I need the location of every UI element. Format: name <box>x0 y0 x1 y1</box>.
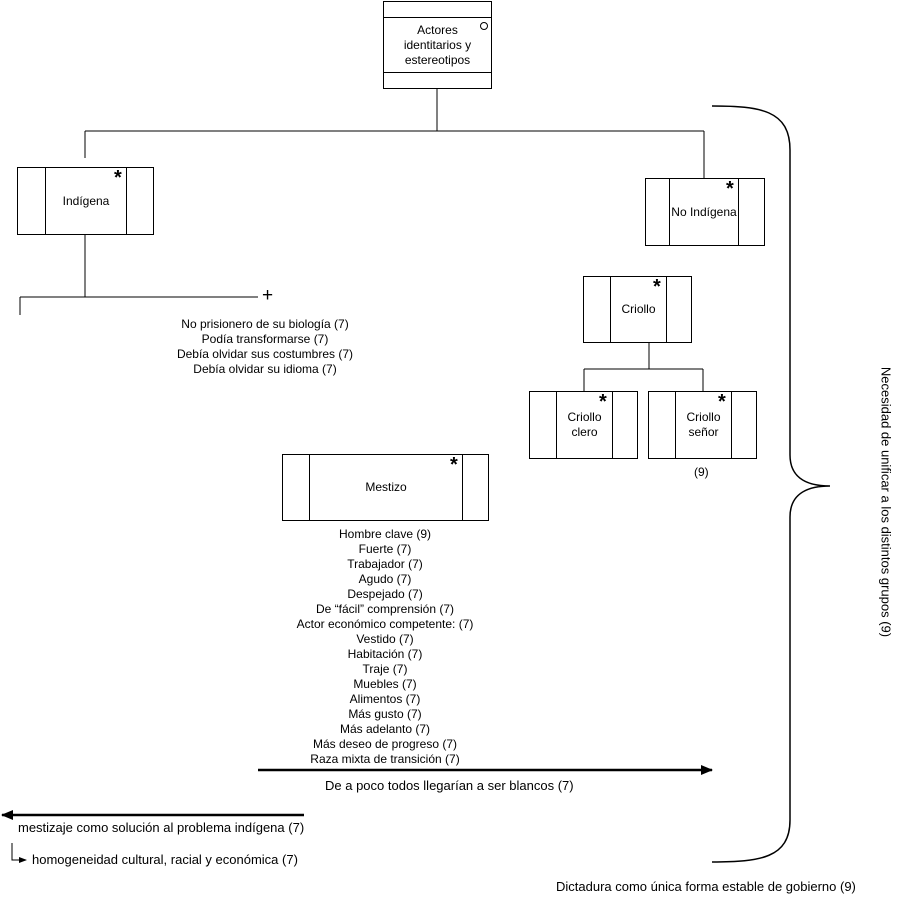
asterisk-marker-icon: * <box>653 276 661 298</box>
list-item: No prisionero de su biología (7) <box>181 317 349 331</box>
list-item: Podía transformarse (7) <box>201 332 329 346</box>
criollo-senor-note: (9) <box>694 465 709 479</box>
list-item: Despejado (7) <box>347 587 423 601</box>
list-item: Fuerte (7) <box>358 542 412 556</box>
asterisk-marker-icon: * <box>718 391 726 413</box>
list-item: Más adelanto (7) <box>339 722 431 736</box>
list-item: Alimentos (7) <box>349 692 421 706</box>
no-indigena-node-box: No Indígena * <box>645 178 765 246</box>
list-item: Debía olvidar su idioma (7) <box>193 362 337 376</box>
homogeneidad-arrow-label: homogeneidad cultural, racial y económic… <box>32 852 298 867</box>
list-item: Vestido (7) <box>356 632 414 646</box>
list-item: Hombre clave (9) <box>338 527 432 541</box>
list-item: Habitación (7) <box>347 647 423 661</box>
blancos-arrow-label: De a poco todos llegarían a ser blancos … <box>325 778 574 793</box>
no-indigena-node-label: No Indígena <box>671 204 737 219</box>
criollo-clero-node-label: Criollo clero <box>567 410 602 439</box>
indigena-notes: No prisionero de su biología (7) Podía t… <box>140 317 390 377</box>
list-item: Traje (7) <box>362 662 408 676</box>
asterisk-marker-icon: * <box>726 178 734 200</box>
criollo-clero-node-box: Criollo clero * <box>529 391 638 459</box>
plus-icon: + <box>262 285 274 306</box>
list-item: Más gusto (7) <box>348 707 422 721</box>
brace-label: Necesidad de unificar a los distintos gr… <box>878 366 894 638</box>
list-item: Actor económico competente: (7) <box>296 617 474 631</box>
circle-marker-icon <box>480 22 488 30</box>
dictadura-label: Dictadura como única forma estable de go… <box>556 879 856 894</box>
criollo-senor-node-box: Criollo señor * <box>648 391 757 459</box>
list-item: Trabajador (7) <box>347 557 423 571</box>
mestizo-notes: Hombre clave (9) Fuerte (7) Trabajador (… <box>235 527 535 767</box>
list-item: Debía olvidar sus costumbres (7) <box>176 347 354 361</box>
list-item: De “fácil” comprensión (7) <box>315 602 455 616</box>
criollo-node-label: Criollo <box>621 302 656 316</box>
list-item: Raza mixta de transición (7) <box>310 752 460 766</box>
criollo-node-box: Criollo * <box>583 276 692 343</box>
asterisk-marker-icon: * <box>599 391 607 413</box>
indigena-node-box: Indígena * <box>17 167 154 235</box>
mestizo-node-label: Mestizo <box>365 480 407 494</box>
mestizo-node-box: Mestizo * <box>282 454 489 521</box>
list-item: Muebles (7) <box>353 677 417 691</box>
asterisk-marker-icon: * <box>114 167 122 189</box>
list-item: Agudo (7) <box>358 572 412 586</box>
mestizaje-arrow-label: mestizaje como solución al problema indí… <box>18 820 305 835</box>
criollo-senor-node-label: Criollo señor <box>686 410 721 439</box>
indigena-node-label: Indígena <box>62 193 110 208</box>
root-node-box: Actores identitarios y estereotipos <box>383 1 492 89</box>
asterisk-marker-icon: * <box>450 454 458 476</box>
list-item: Más deseo de progreso (7) <box>312 737 458 751</box>
root-node-label: Actores identitarios y estereotipos <box>403 22 472 67</box>
